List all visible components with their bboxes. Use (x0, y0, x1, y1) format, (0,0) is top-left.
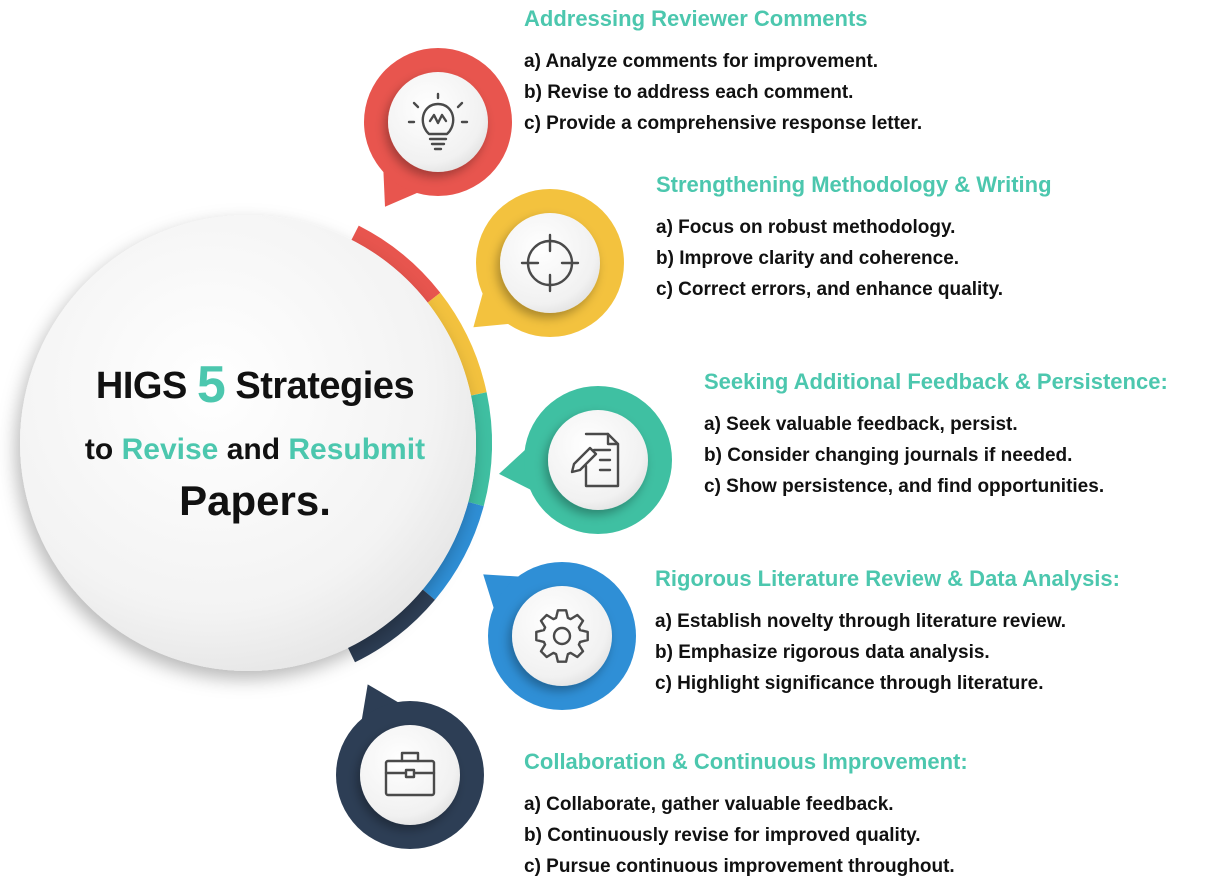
title-prefix: HIGS (95, 365, 187, 407)
badge-inner (512, 586, 612, 686)
ring-segment (347, 589, 435, 663)
ring-segment (422, 501, 484, 600)
strategy-5: Collaboration & Continuous Improvement: … (524, 749, 968, 882)
gear-icon (535, 609, 589, 663)
strategy-badge (473, 189, 624, 337)
badge-inner (548, 410, 648, 510)
strategy-badge (364, 48, 512, 207)
briefcase-icon (384, 751, 436, 797)
strategy-item: a) Collaborate, gather valuable feedback… (524, 794, 894, 815)
strategy-item: c) Highlight significance through litera… (655, 673, 1044, 694)
title-papers: Papers. (179, 477, 331, 524)
strategy-item: c) Correct errors, and enhance quality. (656, 279, 1004, 300)
strategy-item: b) Continuously revise for improved qual… (524, 825, 921, 846)
outer-color-ring (347, 225, 492, 663)
strategy-badge (499, 386, 672, 534)
title-number: 5 (196, 356, 226, 414)
ring-segment (468, 392, 492, 507)
center-title: HIGS 5 Strategies to Revise and Resubmit… (40, 355, 470, 525)
strategy-heading: Addressing Reviewer Comments (524, 6, 868, 31)
title-resubmit: Resubmit (288, 433, 426, 466)
strategy-3: Seeking Additional Feedback & Persistenc… (704, 369, 1168, 502)
strategy-item: a) Analyze comments for improvement. (524, 51, 879, 72)
document-pencil-icon (570, 432, 620, 488)
title-word: Strategies (235, 365, 415, 407)
strategy-item: b) Consider changing journals if needed. (704, 445, 1073, 466)
title-revise: Revise (121, 433, 219, 466)
title-and: and (226, 433, 281, 466)
strategy-item: a) Establish novelty through literature … (655, 611, 1067, 632)
strategy-heading: Strengthening Methodology & Writing (656, 172, 1052, 197)
strategy-item: c) Show persistence, and find opportunit… (704, 476, 1105, 497)
strategy-heading: Seeking Additional Feedback & Persistenc… (704, 369, 1168, 394)
strategy-item: b) Improve clarity and coherence. (656, 248, 960, 269)
badge-inner (360, 725, 460, 825)
ring-segment (351, 225, 441, 303)
ring-segment (427, 292, 487, 396)
lightbulb-icon (407, 92, 469, 151)
strategy-item: c) Provide a comprehensive response lett… (524, 113, 923, 134)
strategy-item: a) Seek valuable feedback, persist. (704, 414, 1018, 435)
strategy-heading: Rigorous Literature Review & Data Analys… (655, 566, 1120, 591)
strategy-badge (483, 562, 636, 710)
strategy-badge (336, 684, 484, 849)
strategy-item: b) Revise to address each comment. (524, 82, 854, 103)
strategy-badges (336, 48, 672, 849)
strategy-heading: Collaboration & Continuous Improvement: (524, 749, 968, 774)
badge-inner (500, 213, 600, 313)
center-circle (20, 215, 476, 671)
strategy-item: a) Focus on robust methodology. (656, 217, 956, 238)
title-to: to (84, 433, 114, 466)
strategy-item: c) Pursue continuous improvement through… (524, 856, 955, 877)
strategy-2: Strengthening Methodology & Writing a) F… (656, 172, 1052, 305)
strategy-1: Addressing Reviewer Comments a) Analyze … (524, 6, 922, 139)
strategy-4: Rigorous Literature Review & Data Analys… (655, 566, 1120, 699)
target-icon (520, 233, 580, 293)
strategy-item: b) Emphasize rigorous data analysis. (655, 642, 990, 663)
